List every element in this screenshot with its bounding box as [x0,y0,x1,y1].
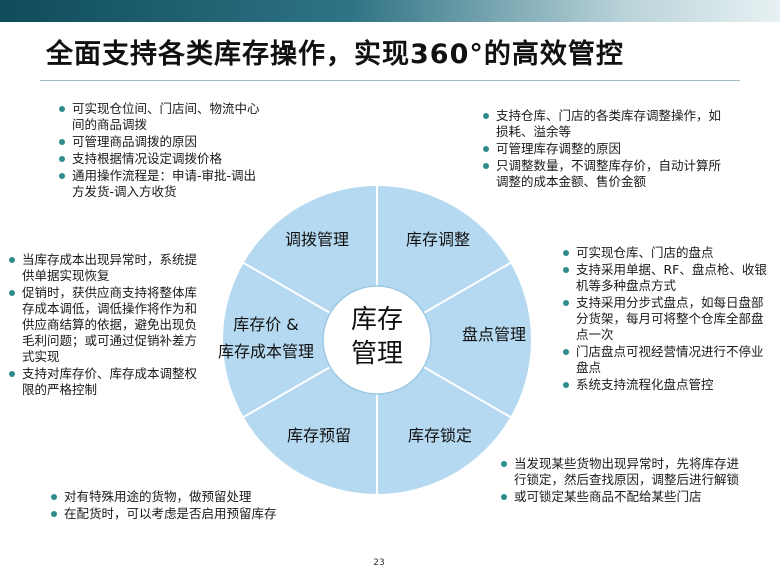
price-cost-notes: 当库存成本出现异常时，系统提供单据实现恢复 促销时，获供应商支持将整体库存成本调… [8,252,204,399]
note-item: 支持采用单据、RF、盘点枪、收银机等多种盘点方式 [562,262,767,294]
segment-label-adjust: 库存调整 [406,230,470,249]
segment-label-reserve: 库存预留 [287,426,351,445]
note-item: 在配货时，可以考虑是否启用预留库存 [50,506,350,522]
lock-notes: 当发现某些货物出现异常时，先将库存进行锁定，然后查找原因，调整后进行解锁 或可锁… [500,456,750,506]
segment-label-price-line1: 库存价 & [233,315,299,334]
wheel-hub [322,285,432,395]
note-item: 可实现仓库、门店的盘点 [562,245,767,261]
page-number: 23 [373,558,385,568]
segment-label-price-line2: 库存成本管理 [218,342,314,361]
note-item: 可管理库存调整的原因 [482,141,732,157]
note-item: 门店盘点可视经营情况进行不停业盘点 [562,344,767,376]
count-notes: 可实现仓库、门店的盘点 支持采用单据、RF、盘点枪、收银机等多种盘点方式 支持采… [562,245,767,394]
note-item: 当库存成本出现异常时，系统提供单据实现恢复 [8,252,204,284]
segment-label-count: 盘点管理 [462,325,526,344]
note-item: 对有特殊用途的货物，做预留处理 [50,489,350,505]
note-item: 或可锁定某些商品不配给某些门店 [500,489,750,505]
note-item: 当发现某些货物出现异常时，先将库存进行锁定，然后查找原因，调整后进行解锁 [500,456,750,488]
note-item: 可管理商品调拨的原因 [58,134,263,150]
segment-label-lock: 库存锁定 [408,426,472,445]
note-item: 可实现仓位间、门店间、物流中心间的商品调拨 [58,101,263,133]
note-item: 通用操作流程是：申请-审批-调出方发货-调入方收货 [58,168,263,200]
note-item: 支持仓库、门店的各类库存调整操作，如损耗、溢余等 [482,108,732,140]
top-banner [0,0,780,22]
title-divider [40,80,740,81]
note-item: 促销时，获供应商支持将整体库存成本调低，调低操作将作为和供应商结算的依据，避免出… [8,285,204,365]
note-item: 只调整数量，不调整库存价，自动计算所调整的成本金额、售价金额 [482,158,732,190]
hub-label-line2: 管理 [351,339,403,369]
reserve-notes: 对有特殊用途的货物，做预留处理 在配货时，可以考虑是否启用预留库存 [50,489,350,523]
wheel-rim [221,184,533,496]
segment-label-transfer: 调拨管理 [285,230,349,249]
note-item: 支持对库存价、库存成本调整权限的严格控制 [8,366,204,398]
transfer-notes: 可实现仓位间、门店间、物流中心间的商品调拨 可管理商品调拨的原因 支持根据情况设… [58,101,263,201]
slide-title: 全面支持各类库存操作，实现360°的高效管控 [46,39,624,70]
note-item: 支持根据情况设定调拨价格 [58,151,263,167]
note-item: 支持采用分步式盘点，如每日盘部分货架，每月可将整个仓库全部盘点一次 [562,295,767,343]
hub-label-line1: 库存 [351,305,403,335]
adjust-notes: 支持仓库、门店的各类库存调整操作，如损耗、溢余等 可管理库存调整的原因 只调整数… [482,108,732,191]
note-item: 系统支持流程化盘点管控 [562,377,767,393]
